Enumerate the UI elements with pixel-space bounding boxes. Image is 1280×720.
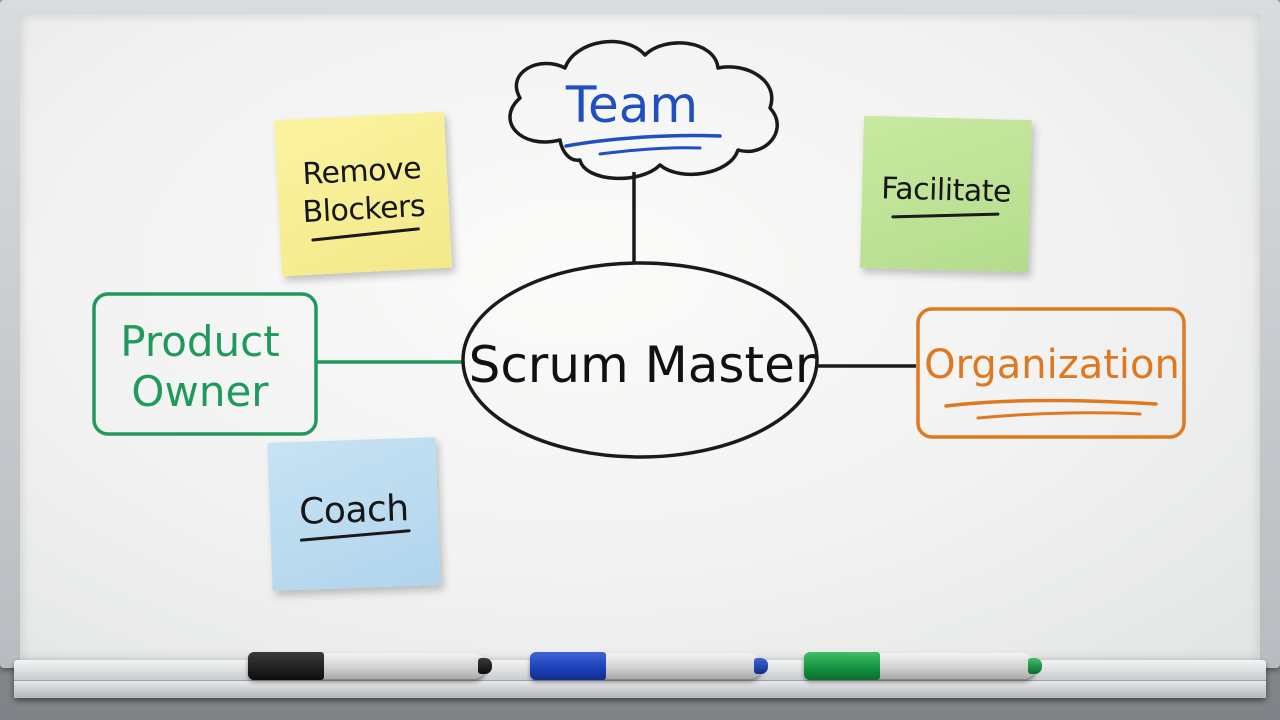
- sticky-note-remove-blockers: Remove Blockers: [274, 111, 452, 277]
- blue-marker-cap: [530, 652, 606, 680]
- organization-box: [916, 307, 1186, 439]
- team-underline-2: [598, 146, 702, 156]
- marker-tray-lip: [14, 680, 1266, 698]
- organization-underline: [944, 398, 1158, 408]
- product-owner-line1: Product: [120, 317, 279, 366]
- black-marker[interactable]: [248, 652, 492, 680]
- note-facilitate-label: Facilitate: [880, 170, 1012, 210]
- organization-underline-2: [976, 411, 1142, 420]
- organization-label: Organization: [924, 342, 1180, 388]
- green-marker-cap: [804, 652, 880, 680]
- team-label: Team: [565, 76, 698, 134]
- whiteboard-surface: [20, 14, 1260, 660]
- note-coach-label: Coach: [298, 487, 410, 533]
- team-cloud: [508, 39, 779, 181]
- product-owner-box: [92, 292, 318, 436]
- note-remove-line1: Remove: [301, 150, 423, 192]
- blue-marker-end: [754, 658, 768, 674]
- note-facilitate-underline: [891, 212, 1000, 218]
- blue-marker[interactable]: [530, 652, 768, 680]
- note-remove-line2: Blockers: [301, 188, 426, 230]
- scrum-master-ellipse: [461, 261, 819, 459]
- green-marker-end: [1028, 658, 1042, 674]
- scrum-master-label: Scrum Master: [469, 336, 816, 394]
- team-underline: [564, 133, 722, 148]
- black-marker-cap: [248, 652, 324, 680]
- green-marker[interactable]: [804, 652, 1042, 680]
- sticky-note-facilitate: Facilitate: [860, 115, 1032, 273]
- sticky-note-coach: Coach: [267, 437, 441, 591]
- product-owner-line2: Owner: [131, 367, 269, 416]
- black-marker-end: [478, 658, 492, 674]
